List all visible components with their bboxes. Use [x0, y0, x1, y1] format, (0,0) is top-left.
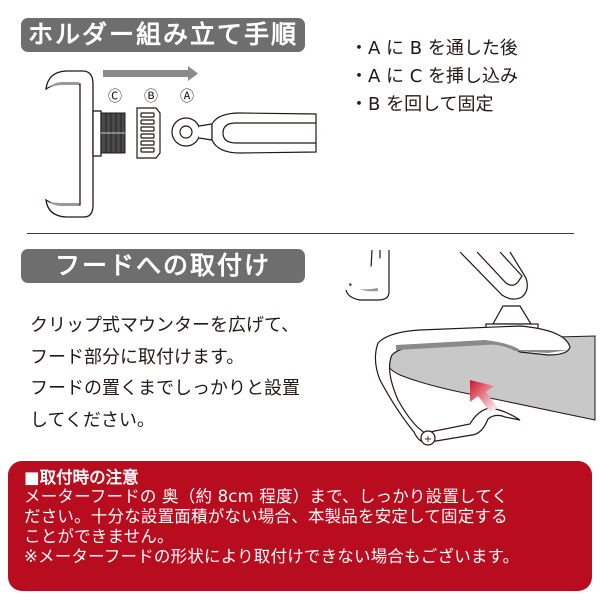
direction-arrow-icon [103, 66, 198, 81]
assembly-section-title: ホルダー組み立て手順 [21, 18, 305, 52]
push-direction-arrow-icon [470, 380, 498, 412]
notice-heading: ■取付時の注意 [24, 468, 139, 487]
notice-line: ことができません。 [24, 527, 174, 546]
svg-text:+: + [424, 434, 432, 445]
notice-line: ださい。十分な設置面積がない場合、本製品を安定して固定する [24, 507, 508, 526]
assembly-step: B を回して固定 [350, 91, 518, 119]
holder-tip-icon [345, 249, 390, 301]
hood-mount-diagram: + [345, 249, 596, 446]
part-b-label: Ⓑ [144, 89, 158, 105]
description-line: フードの置くまでしっかりと設置 [30, 378, 300, 399]
section-divider [27, 233, 574, 234]
description-line: してください。 [30, 409, 155, 431]
part-a-icon [171, 112, 317, 154]
notice-line: ※メーターフードの形状により取付けできない場合もございます。 [24, 547, 520, 566]
assembly-step: A に B を通した後 [350, 35, 518, 63]
mount-arm-icon [459, 251, 539, 332]
description-line: フード部分に取付けます。 [30, 346, 245, 368]
holder-assembly-diagram: Ⓒ Ⓑ Ⓐ [45, 66, 317, 218]
assembly-step: A に C を挿し込み [350, 63, 518, 91]
description-line: クリップ式マウンターを広げて、 [30, 315, 300, 336]
part-c-icon [100, 112, 126, 154]
part-c-label: Ⓒ [108, 89, 122, 105]
assembly-steps-list: A に B を通した後 A に C を挿し込み B を回して固定 [350, 35, 518, 119]
clip-mounter-icon: + [374, 325, 571, 446]
hood-section-title: フードへの取付け [21, 249, 305, 283]
part-a-label: Ⓐ [180, 89, 194, 105]
part-b-icon [136, 107, 161, 159]
caution-notice: ■取付時の注意 メーターフードの 奥（約 8cm 程度）まで、しっかり設置してく… [8, 461, 592, 591]
notice-line: メーターフードの 奥（約 8cm 程度）まで、しっかり設置してく [24, 487, 509, 506]
holder-clamp-icon [45, 70, 102, 218]
hood-description: クリップ式マウンターを広げて、 フード部分に取付けます。 フードの置くまでしっか… [30, 310, 300, 436]
